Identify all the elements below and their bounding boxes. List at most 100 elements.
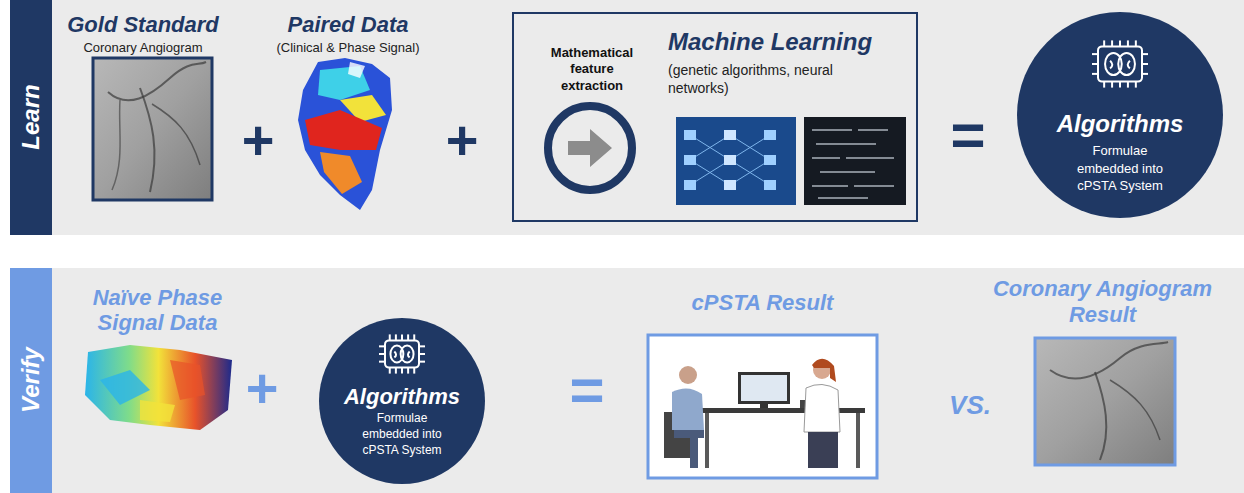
- heading: Machine Learning: [668, 28, 908, 57]
- chip-pin: [1119, 40, 1121, 46]
- chip-pin: [1092, 63, 1098, 65]
- neural-network-image: [690, 135, 770, 185]
- plus-sign: +: [242, 112, 275, 168]
- chip-pin: [407, 334, 409, 340]
- band-ground: [10, 0, 1244, 235]
- band-ground: [10, 268, 1244, 493]
- chip-pin: [1103, 82, 1105, 88]
- chip-pin: [379, 353, 385, 355]
- circle-fill: [1017, 12, 1223, 218]
- phase-signal-image: [298, 58, 392, 210]
- heading: Naïve Phase Signal Data: [70, 285, 245, 336]
- chip-pin: [419, 345, 425, 347]
- band-label: Verify: [17, 347, 46, 413]
- phase-signal-image: [305, 110, 382, 150]
- angiogram-image: [93, 58, 212, 200]
- consultation-photo: [804, 384, 840, 432]
- formula-image: [812, 130, 894, 198]
- consultation-photo: [648, 335, 877, 478]
- body-text: Formulae embedded into cPSTA System: [352, 410, 452, 459]
- phase-signal-image: [85, 345, 232, 430]
- chip-pin: [1135, 82, 1137, 88]
- chip-pin: [389, 334, 391, 340]
- equals-sign: =: [569, 360, 604, 420]
- chip-pin: [1135, 40, 1137, 46]
- chip-pin: [1142, 53, 1148, 55]
- step-label: Mathematical feature extraction: [542, 45, 642, 94]
- chip-pin: [1127, 40, 1129, 46]
- chip-pin: [1092, 53, 1098, 55]
- chip-pin: [389, 368, 391, 374]
- angiogram-image: [152, 104, 200, 165]
- subheading: (Clinical & Phase Signal): [263, 40, 433, 56]
- versus-label: VS.: [949, 392, 991, 418]
- chip-pin: [379, 361, 385, 363]
- band-ground: [10, 268, 52, 493]
- image-panel: cPSTA Result: [645, 288, 880, 480]
- stage-band: Verify Naïve Phase Signal DataAlgorithmsF…: [10, 268, 1244, 493]
- consultation-photo: [741, 375, 787, 401]
- neural-network-image: [724, 130, 736, 140]
- neural-network-image: [724, 180, 736, 190]
- angiogram-image: [108, 62, 206, 100]
- chip-pin: [1142, 73, 1148, 75]
- heading: Algorithms: [1017, 110, 1223, 139]
- angiogram-image: [1095, 372, 1106, 460]
- chip-body: [1098, 46, 1142, 81]
- consultation-photo: [674, 430, 704, 438]
- chip-pin: [419, 353, 425, 355]
- chip-pin: [379, 345, 385, 347]
- circle-fill: [319, 318, 485, 484]
- consultation-photo: [760, 404, 768, 408]
- neural-network-image: [684, 180, 696, 190]
- neural-network-image: [764, 155, 776, 165]
- heading: Gold Standard: [58, 12, 228, 38]
- equals-sign: =: [950, 105, 985, 165]
- chip-pin: [419, 361, 425, 363]
- heading: cPSTA Result: [645, 290, 880, 316]
- angiogram-image: [1035, 338, 1175, 465]
- image-panel: Naïve Phase Signal Data: [70, 285, 245, 435]
- formula-image: [804, 117, 906, 205]
- phase-signal-image: [85, 345, 232, 430]
- subheading: Coronary Angiogram: [58, 40, 228, 56]
- angiogram-image: [112, 100, 120, 190]
- brain-lobe: [1105, 53, 1122, 75]
- phase-signal-image: [320, 152, 362, 194]
- angiogram-image: [1110, 380, 1160, 440]
- consultation-photo: [856, 413, 860, 468]
- feature-extraction-symbol: [568, 129, 612, 167]
- chip-pin: [1127, 82, 1129, 88]
- consultation-photo: [700, 408, 865, 413]
- chip-pin: [401, 334, 403, 340]
- consultation-photo: [690, 438, 698, 468]
- subheading: (genetic algorithms, neural networks): [668, 62, 888, 97]
- image-panel: Gold StandardCoronary Angiogram: [58, 8, 228, 203]
- phase-signal-image: [170, 360, 205, 400]
- heading: Algorithms: [319, 384, 485, 410]
- consultation-photo: [738, 372, 790, 404]
- phase-signal-image: [348, 62, 365, 78]
- brain-fold: [1110, 61, 1130, 69]
- consultation-photo: [679, 366, 697, 384]
- neural-network-image: [724, 155, 736, 165]
- body-text: Formulae embedded into cPSTA System: [1065, 142, 1175, 195]
- heading: Paired Data: [263, 12, 433, 38]
- phase-signal-image: [100, 370, 150, 405]
- neural-network-image: [764, 130, 776, 140]
- angiogram-image: [93, 58, 212, 200]
- brain-lobe: [1118, 53, 1135, 75]
- chip-pin: [1092, 73, 1098, 75]
- neural-network-image: [676, 117, 796, 205]
- angiogram-image: [1050, 342, 1168, 379]
- chip-pin: [413, 368, 415, 374]
- chip-brain-icon: [1092, 40, 1148, 87]
- neural-network-image: [684, 155, 696, 165]
- plus-sign: +: [246, 360, 279, 416]
- band-ground: [10, 0, 52, 235]
- band-ground: [10, 0, 1244, 493]
- consultation-photo: [808, 432, 838, 468]
- chip-pin: [413, 334, 415, 340]
- chip-pin: [395, 368, 397, 374]
